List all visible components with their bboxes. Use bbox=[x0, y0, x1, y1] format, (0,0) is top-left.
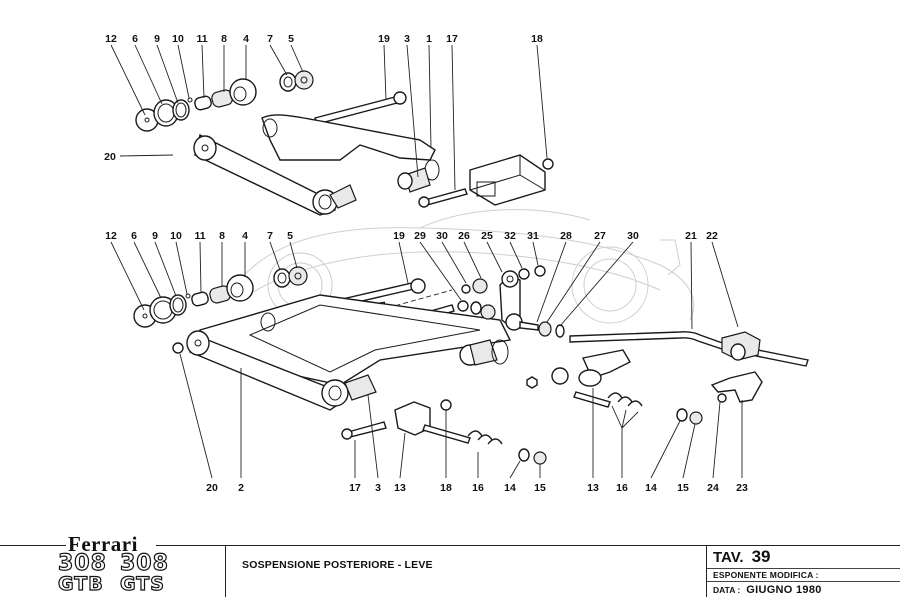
callout: 27 bbox=[594, 230, 606, 242]
callout: 8 bbox=[221, 33, 227, 45]
title-block: Ferrari 308 GTB 308 GTS SOSPENSIONE POST… bbox=[0, 533, 900, 597]
callout: 1 bbox=[426, 33, 432, 45]
callouts-upper-arm: 19 3 1 17 18 20 bbox=[104, 33, 543, 163]
callout: 4 bbox=[243, 33, 249, 45]
divider bbox=[707, 581, 900, 582]
divider bbox=[225, 546, 226, 597]
model-version: GTS bbox=[119, 573, 165, 595]
callout: 16 bbox=[616, 482, 628, 494]
callout: 10 bbox=[172, 33, 184, 45]
callout: 3 bbox=[404, 33, 410, 45]
divider bbox=[706, 546, 707, 597]
callout: 3 bbox=[375, 482, 381, 494]
mounting-bracket bbox=[469, 154, 554, 206]
callout: 12 bbox=[105, 33, 117, 45]
callouts-lower-bushing: 12 6 9 10 11 8 4 7 5 bbox=[105, 230, 293, 242]
leader-lines bbox=[110, 44, 743, 479]
model-number: 308 bbox=[57, 551, 107, 576]
callout: 10 bbox=[170, 230, 182, 242]
upper-short-bolt bbox=[418, 188, 468, 208]
callout: 14 bbox=[504, 482, 516, 494]
callout: 2 bbox=[238, 482, 244, 494]
upper-bushing-stack bbox=[135, 70, 314, 132]
exploded-parts-diagram: 12 6 9 10 11 8 4 7 5 19 3 1 17 18 20 12 … bbox=[104, 33, 809, 494]
callout: 13 bbox=[394, 482, 406, 494]
callout: 23 bbox=[736, 482, 748, 494]
date-row: DATA : GIUGNO 1980 bbox=[713, 584, 822, 596]
callout: 11 bbox=[194, 230, 205, 242]
callout: 5 bbox=[288, 33, 294, 45]
title-block-top-rule bbox=[0, 545, 900, 546]
callout: 29 bbox=[414, 230, 426, 242]
callouts-bottom-row: 20 2 17 3 13 18 16 14 15 13 16 14 15 24 … bbox=[206, 482, 748, 494]
lower-right-hardware bbox=[526, 349, 763, 425]
callout: 15 bbox=[677, 482, 689, 494]
callout: 17 bbox=[349, 482, 361, 494]
table-reference: TAV. 39 bbox=[713, 547, 771, 567]
callout: 18 bbox=[440, 482, 452, 494]
callout: 32 bbox=[504, 230, 516, 242]
callout: 6 bbox=[131, 230, 137, 242]
link-rod-assembly bbox=[457, 265, 565, 338]
date-value: GIUGNO 1980 bbox=[746, 584, 822, 596]
callout: 15 bbox=[534, 482, 546, 494]
upper-rod-bolt bbox=[314, 91, 407, 125]
callout: 19 bbox=[378, 33, 390, 45]
callout: 14 bbox=[645, 482, 657, 494]
callout: 30 bbox=[627, 230, 639, 242]
callout: 25 bbox=[481, 230, 493, 242]
callout: 20 bbox=[104, 151, 116, 163]
lower-bushing-stack bbox=[133, 266, 308, 328]
callout: 28 bbox=[560, 230, 572, 242]
divider bbox=[707, 568, 900, 569]
lower-center-hardware bbox=[341, 399, 547, 465]
callout: 26 bbox=[458, 230, 470, 242]
callout: 12 bbox=[105, 230, 117, 242]
diagram-description: SOSPENSIONE POSTERIORE - LEVE bbox=[242, 559, 433, 571]
callout: 19 bbox=[393, 230, 405, 242]
callout: 7 bbox=[267, 33, 273, 45]
callout: 18 bbox=[531, 33, 543, 45]
modification-label: ESPONENTE MODIFICA : bbox=[713, 570, 819, 580]
anti-roll-bar bbox=[569, 331, 809, 367]
callout: 16 bbox=[472, 482, 484, 494]
table-label: TAV. bbox=[713, 549, 744, 566]
callout: 13 bbox=[587, 482, 599, 494]
lower-control-arm bbox=[172, 294, 512, 411]
callout: 31 bbox=[527, 230, 539, 242]
callout: 9 bbox=[152, 230, 158, 242]
callout: 6 bbox=[132, 33, 138, 45]
callouts-link: 19 29 30 26 25 32 31 28 27 30 21 22 bbox=[393, 230, 718, 242]
callout: 17 bbox=[446, 33, 458, 45]
model-number: 308 bbox=[119, 551, 169, 576]
upper-control-arm bbox=[193, 114, 440, 216]
brand-logo: Ferrari bbox=[68, 532, 138, 556]
callout: 22 bbox=[706, 230, 718, 242]
callout: 30 bbox=[436, 230, 448, 242]
callout: 4 bbox=[242, 230, 248, 242]
callout: 7 bbox=[267, 230, 273, 242]
callout: 5 bbox=[287, 230, 293, 242]
callouts-upper-bushing: 12 6 9 10 11 8 4 7 5 bbox=[105, 33, 294, 45]
callout: 24 bbox=[707, 482, 719, 494]
callout: 21 bbox=[685, 230, 697, 242]
date-label: DATA : bbox=[713, 585, 741, 595]
callout: 20 bbox=[206, 482, 218, 494]
table-number: 39 bbox=[751, 547, 771, 566]
callout: 9 bbox=[154, 33, 160, 45]
callout: 8 bbox=[219, 230, 225, 242]
model-version: GTB bbox=[57, 573, 104, 595]
callout: 11 bbox=[196, 33, 207, 45]
